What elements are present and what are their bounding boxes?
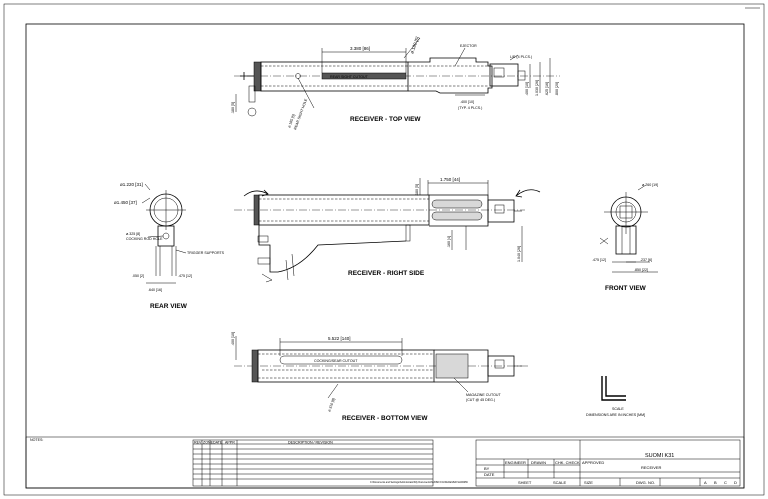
dim-right-180: .180 [5] bbox=[415, 184, 419, 196]
label-cut-45: (CUT @ 45 DEG.) bbox=[466, 398, 495, 402]
tb-letter-c: C bbox=[724, 480, 727, 485]
dim-top-v2: 1.030 [26] bbox=[535, 80, 539, 96]
title-right-side: RECEIVER - RIGHT SIDE bbox=[348, 270, 425, 277]
title-rear-view: REAR VIEW bbox=[150, 303, 188, 310]
rev-col-date: DATE bbox=[213, 441, 223, 445]
dim-top-le: L/E (4 PLCS.) bbox=[510, 55, 532, 59]
scale-label: SCALE bbox=[612, 407, 624, 411]
dim-top-rear-sight-dia: ø.185 [5] bbox=[287, 114, 296, 129]
tb-letter-d: D bbox=[734, 480, 737, 485]
svg-text:REAR SIGHT CUTOUT: REAR SIGHT CUTOUT bbox=[330, 75, 369, 79]
notes-label: NOTES: bbox=[30, 438, 43, 442]
revision-table: REV ZONE DATE APPR DESCRIPTION / REVISIO… bbox=[192, 439, 434, 487]
dim-rear-475: .475 [12] bbox=[178, 274, 192, 278]
receiver-right-side: 1.750 [44] .180 [5] .160 [4] 1.040 [26] … bbox=[234, 177, 541, 283]
dim-right-160: .160 [4] bbox=[447, 236, 451, 248]
outer-border bbox=[3, 3, 765, 496]
dim-top-v1: .400 [10] bbox=[525, 82, 529, 96]
label-magazine-cutout: MAGAZINE CUTOUT bbox=[466, 393, 501, 397]
rev-col-description: DESCRIPTION / REVISION bbox=[288, 441, 333, 445]
dim-rear-trigger-supports: TRIGGER SUPPORTS bbox=[187, 251, 225, 255]
tb-col-drawn: DRAWN bbox=[531, 460, 546, 465]
dim-rear-050: .050 [2] bbox=[132, 274, 144, 278]
dim-rear-cocking-dia: ø.325 [8] bbox=[126, 232, 140, 236]
dim-top-ejector: EJECTOR bbox=[460, 44, 477, 48]
dim-bottom-dia: ø.310 [8] bbox=[327, 398, 336, 413]
tb-letter-b: B bbox=[714, 480, 717, 485]
rev-col-appr: APPR bbox=[225, 441, 235, 445]
tb-scale-label: SCALE bbox=[553, 480, 566, 485]
tb-dwg-label: DWG. NO. bbox=[636, 480, 655, 485]
dim-rear-640: .640 [16] bbox=[148, 288, 162, 292]
tb-row-date: DATE bbox=[484, 472, 495, 477]
tb-sheet-label: SHEET bbox=[518, 480, 532, 485]
dim-rear-inner-dia: ø1.450 [37] bbox=[114, 200, 137, 205]
dim-top-left: .180 [5] bbox=[231, 102, 235, 114]
dim-front-850: .850 [22] bbox=[634, 268, 648, 272]
dim-top-typ: (TYP. 4 PLCS.) bbox=[458, 106, 482, 110]
receiver-top-view: REAR SIGHT CUTOUT 3.380 [86] ø.180 [5] E… bbox=[231, 36, 560, 130]
dim-top-length: 3.380 [86] bbox=[350, 46, 370, 51]
tb-size-label: SIZE bbox=[584, 480, 593, 485]
dim-rear-cocking-label: COCKING ROD HOLE bbox=[126, 237, 163, 241]
dim-top-hole: ø.180 [5] bbox=[409, 36, 420, 54]
dim-right-1750: 1.750 [44] bbox=[440, 177, 460, 182]
receiver-bottom-view: COCKING/SEAR CUTOUT 5.522 [140] .400 [10… bbox=[231, 332, 530, 422]
title-block: ENGINEER DRAWN CHK. CHECK APPROVED BY DA… bbox=[25, 436, 745, 489]
tb-row-by: BY bbox=[484, 466, 490, 471]
front-view: ø.760 [19] .475 [12] .237 [6] .850 [22] … bbox=[592, 183, 658, 292]
tb-letter-a: A bbox=[704, 480, 707, 485]
dim-top-rear-sight-hole: REAR SIGHT HOLE bbox=[293, 98, 308, 131]
dim-right-1040: 1.040 [26] bbox=[517, 246, 521, 262]
dim-bottom-400: .400 [10] bbox=[231, 332, 235, 346]
dim-rear-outer-dia: ø1.220 [31] bbox=[120, 182, 143, 187]
tb-file-path: C:\Documents and Settings\Administrator\… bbox=[370, 481, 468, 484]
dim-front-475: .475 [12] bbox=[592, 258, 606, 262]
units-note: DIMENSIONS ARE IN INCHES [MM] bbox=[586, 413, 645, 417]
dim-front-dia: ø.760 [19] bbox=[642, 183, 658, 187]
tb-col-approved: APPROVED bbox=[582, 460, 604, 465]
tb-col-check: CHK. CHECK bbox=[555, 460, 580, 465]
dim-front-237: .237 [6] bbox=[640, 258, 652, 262]
dim-top-width: .400 [10] bbox=[460, 100, 474, 104]
tb-part: RECEIVER bbox=[641, 465, 662, 470]
dim-top-v3: .625 [16] bbox=[545, 82, 549, 96]
scale-symbol: SCALE DIMENSIONS ARE IN INCHES [MM] bbox=[586, 376, 645, 417]
dim-bottom-length: 5.522 [140] bbox=[328, 336, 351, 341]
rear-view: ø1.220 [31] ø1.450 [37] ø.325 [8] COCKIN… bbox=[114, 182, 225, 310]
dim-top-v4: .800 [20] bbox=[555, 82, 559, 96]
tb-title: SUOMI K31 bbox=[645, 453, 674, 459]
title-bottom-view: RECEIVER - BOTTOM VIEW bbox=[342, 415, 428, 422]
label-cocking-sear-cutout: COCKING/SEAR CUTOUT bbox=[314, 359, 358, 363]
rev-col-rev: REV bbox=[194, 441, 202, 445]
title-top-view: RECEIVER - TOP VIEW bbox=[350, 116, 421, 123]
rev-col-zone: ZONE bbox=[203, 441, 214, 445]
tb-col-engineer: ENGINEER bbox=[505, 460, 526, 465]
title-front-view: FRONT VIEW bbox=[605, 285, 647, 292]
